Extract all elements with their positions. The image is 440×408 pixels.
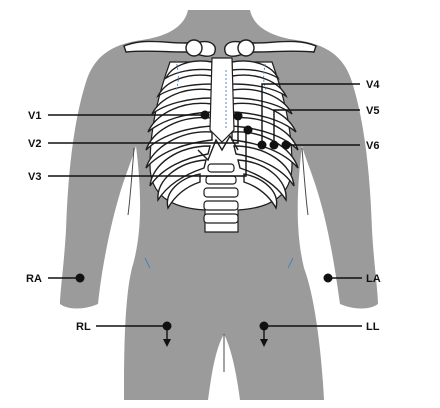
label-v3: V3 <box>28 171 41 183</box>
label-v1: V1 <box>28 110 41 122</box>
label-v6: V6 <box>366 140 379 152</box>
rib-cage <box>123 39 317 233</box>
rl-down-arrow-icon <box>163 339 171 347</box>
electrode-rl <box>162 321 172 331</box>
electrode-v6 <box>281 140 291 150</box>
label-v2: V2 <box>28 138 41 150</box>
right-ribs <box>145 60 213 210</box>
xiphoid-outline <box>197 134 239 162</box>
electrodes <box>75 110 333 331</box>
body-contours <box>127 147 309 372</box>
electrode-la <box>323 273 333 283</box>
lead-v2 <box>48 116 239 144</box>
lead-v4 <box>261 83 360 145</box>
electrode-v1 <box>200 110 210 120</box>
ground-arrows <box>163 339 268 347</box>
electrode-ll <box>259 321 269 331</box>
electrode-ra <box>75 273 85 283</box>
label-ra: RA <box>26 273 42 285</box>
spine <box>203 163 239 224</box>
sternum <box>209 57 235 143</box>
left-ribs <box>231 60 299 210</box>
label-rl: RL <box>76 321 91 333</box>
electrode-v2 <box>233 111 243 121</box>
lead-v5 <box>273 109 360 145</box>
electrode-v3 <box>243 125 253 135</box>
electrode-v5 <box>269 140 279 150</box>
rib-vein-accents <box>175 59 267 130</box>
label-la: LA <box>366 273 381 285</box>
clavicles <box>123 39 317 57</box>
label-ll: LL <box>366 321 380 333</box>
label-v4: V4 <box>366 79 380 91</box>
electrode-v4 <box>257 140 267 150</box>
lead-v3 <box>48 130 247 177</box>
lead-wires <box>48 83 362 340</box>
label-v5: V5 <box>366 105 379 117</box>
ll-down-arrow-icon <box>260 339 268 347</box>
